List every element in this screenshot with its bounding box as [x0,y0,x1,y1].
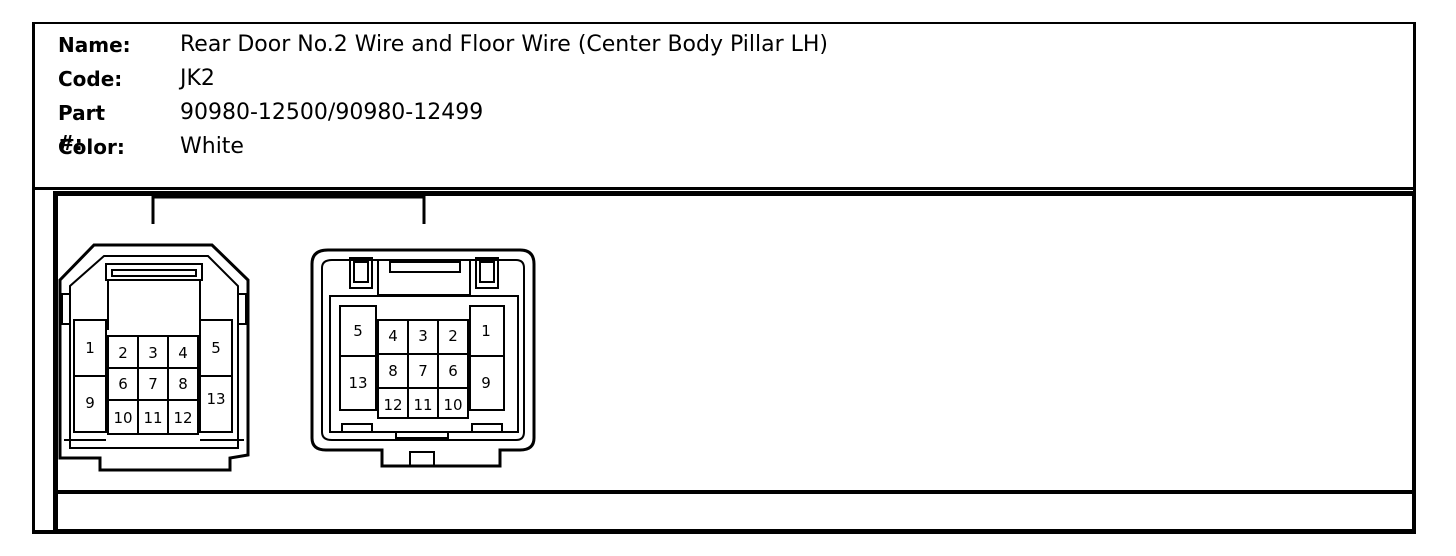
pin-label: 11 [143,409,162,427]
pin-label: 7 [418,362,428,380]
pin-label: 4 [388,327,398,345]
pin-label: 9 [481,374,491,392]
pin-label: 2 [448,327,458,345]
pin-label: 12 [173,409,192,427]
pin-label: 5 [211,339,221,357]
pin-label: 13 [206,390,225,408]
pin-label: 12 [383,396,402,414]
pin-label: 2 [118,344,128,362]
connector-right [310,248,536,468]
header-divider [32,187,1416,190]
part-value: 90980-12500/90980-12499 [180,100,484,125]
pin-label: 3 [418,327,428,345]
pin-label: 5 [353,322,363,340]
pin-label: 13 [348,374,367,392]
code-label: Code: [58,67,123,91]
pin-label: 11 [413,396,432,414]
pin-label: 8 [178,375,188,393]
pin-label: 6 [118,375,128,393]
pin-label: 7 [148,375,158,393]
connector-right-pin-labels: 1 2 3 4 5 6 7 8 9 10 11 12 13 [348,322,490,414]
panel-divider [53,490,1413,494]
pin-label: 3 [148,344,158,362]
pin-label: 4 [178,344,188,362]
pin-label: 6 [448,362,458,380]
pin-label: 1 [85,339,95,357]
pin-label: 8 [388,362,398,380]
pin-label: 9 [85,394,95,412]
diagram-panel [53,191,1415,532]
color-label: Color: [58,135,125,159]
code-value: JK2 [180,66,215,91]
name-value: Rear Door No.2 Wire and Floor Wire (Cent… [180,32,828,57]
part-label: Part #: [58,101,106,155]
name-label: Name: [58,33,131,57]
pin-label: 10 [443,396,462,414]
pin-label: 1 [481,322,491,340]
color-value: White [180,134,244,159]
connector-left-pin-labels: 1 2 3 4 5 6 7 8 9 10 11 12 13 [85,339,225,427]
pin-label: 10 [113,409,132,427]
pairing-bracket [151,195,426,224]
connector-left [58,243,250,472]
